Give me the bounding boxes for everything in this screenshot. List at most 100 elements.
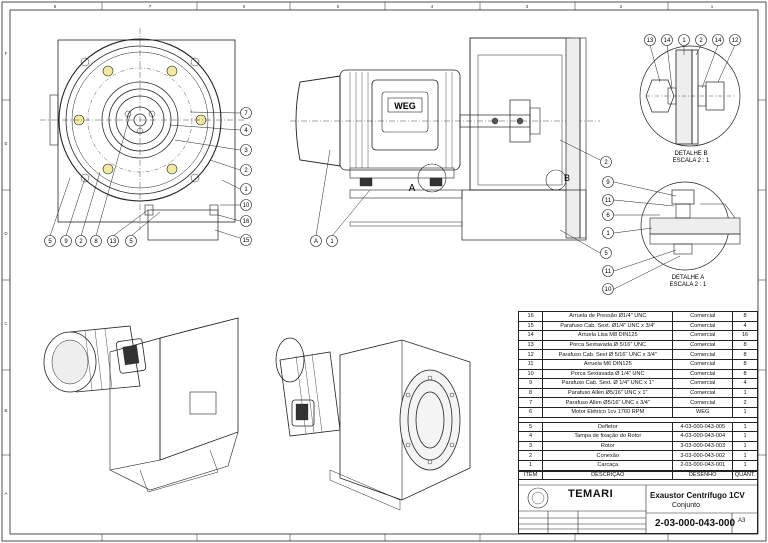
svg-text:10: 10 [605,287,612,293]
bom-drawing: Comercial [672,349,734,360]
balloon: 14 [712,34,724,46]
bom-item: 7 [517,397,544,408]
bom-item: 16 [517,311,544,322]
bom-quantity: 1 [732,440,758,452]
bom-description: Tampa de fixação do Rotor [542,431,674,442]
bom-description: Carcaça [542,459,674,471]
balloon: 5 [600,247,612,259]
section-label: A [409,183,416,194]
bom-description: Parafuso Cab. Sext. Ø1/4" UNC x 3/4" [542,320,674,332]
detail-a-scale: ESCALA 2 : 1 [670,282,707,288]
bom-drawing: 4-03-000-043-005 [672,421,734,433]
bom-description: Porca Sextavada Ø 1/4" UNC [542,368,674,380]
balloon: 16 [240,215,252,227]
balloon: 11 [602,265,614,277]
bom-drawing: Comercial [672,330,734,341]
svg-text:2: 2 [699,38,703,44]
balloon: 2 [695,34,707,46]
zone-col-label: 2 [620,4,623,9]
balloon: 12 [729,34,741,46]
svg-text:15: 15 [243,238,250,244]
title-block-lines [518,484,758,534]
bom-description: Rotor [542,440,674,452]
bom-description: Porca Sextavada Ø 5/16" UNC [542,339,674,351]
bom-description: Parafuso Allen Ø5/16" UNC x 1" [542,387,674,399]
bom-drawing: WEG [672,406,734,418]
bom-drawing: Comercial [672,339,734,351]
title-block [518,471,758,534]
drawing-title: Exaustor Centrífugo 1CV [650,491,745,500]
balloon: 1 [326,235,338,247]
svg-text:3: 3 [244,148,248,154]
bom-item: 1 [517,459,544,471]
svg-text:A: A [314,239,318,245]
zone-row-label: C [4,321,8,326]
bom-item: ÍTEM [517,469,544,481]
bom-drawing: Comercial [672,320,734,332]
bom-quantity: 8 [732,349,758,360]
balloon: 10 [602,283,614,295]
zone-row-label: F [5,51,8,56]
side-view [290,37,601,254]
bom-quantity: 4 [732,378,758,389]
zone-row-label: A [4,491,7,496]
bom-drawing: 4-03-000-043-004 [672,431,734,442]
bom-item: 2 [517,450,544,461]
balloon: 13 [107,235,119,247]
bom-description: Arruela M6 DIN125 [542,358,674,370]
balloon: 8 [90,235,102,247]
balloon: 2 [240,164,252,176]
bom-description: Arruela de Pressão Ø1/4" UNC [542,311,674,322]
zone-row-label: E [4,141,7,146]
svg-text:2: 2 [79,239,83,245]
svg-text:9: 9 [64,239,68,245]
bom-item: 13 [517,339,544,351]
company-seal-icon [527,487,549,509]
bom-quantity: 8 [732,368,758,380]
zone-col-label: 5 [337,4,340,9]
balloon: 1 [240,183,252,195]
balloon: 4 [240,124,252,136]
zone-row-label: D [4,231,8,236]
isometric-view-right [275,337,471,511]
detail-b-title: DETALHE B [675,151,708,157]
balloon: 2 [75,235,87,247]
svg-text:7: 7 [244,111,248,117]
balloon: 5 [44,235,56,247]
bom-description: Parafuso Allen Ø5/16" UNC x 3/4" [542,397,674,408]
zone-col-label: 6 [243,4,246,9]
svg-text:1: 1 [330,239,334,245]
bom-drawing: Comercial [672,397,734,408]
bom-spacer [518,416,758,423]
sheet-size: A3 [738,518,746,524]
balloon: 10 [240,199,252,211]
bom-description: Arruela Lisa M8 DIN125 [542,330,674,341]
balloon: 11 [602,194,614,206]
balloon: 1 [678,34,690,46]
svg-text:5: 5 [129,239,133,245]
bom-item: 12 [517,349,544,360]
bom-quantity: 16 [732,330,758,341]
svg-text:2: 2 [604,160,608,166]
svg-text:10: 10 [243,203,250,209]
bom-drawing: Comercial [672,378,734,389]
bom-drawing: 3-03-000-043-003 [672,440,734,452]
detail-b-scale: ESCALA 2 : 1 [673,158,710,164]
balloon: A [310,235,322,247]
zone-col-label: 3 [526,4,529,9]
bom-drawing: DESENHO [672,469,734,481]
svg-text:5: 5 [604,251,608,257]
